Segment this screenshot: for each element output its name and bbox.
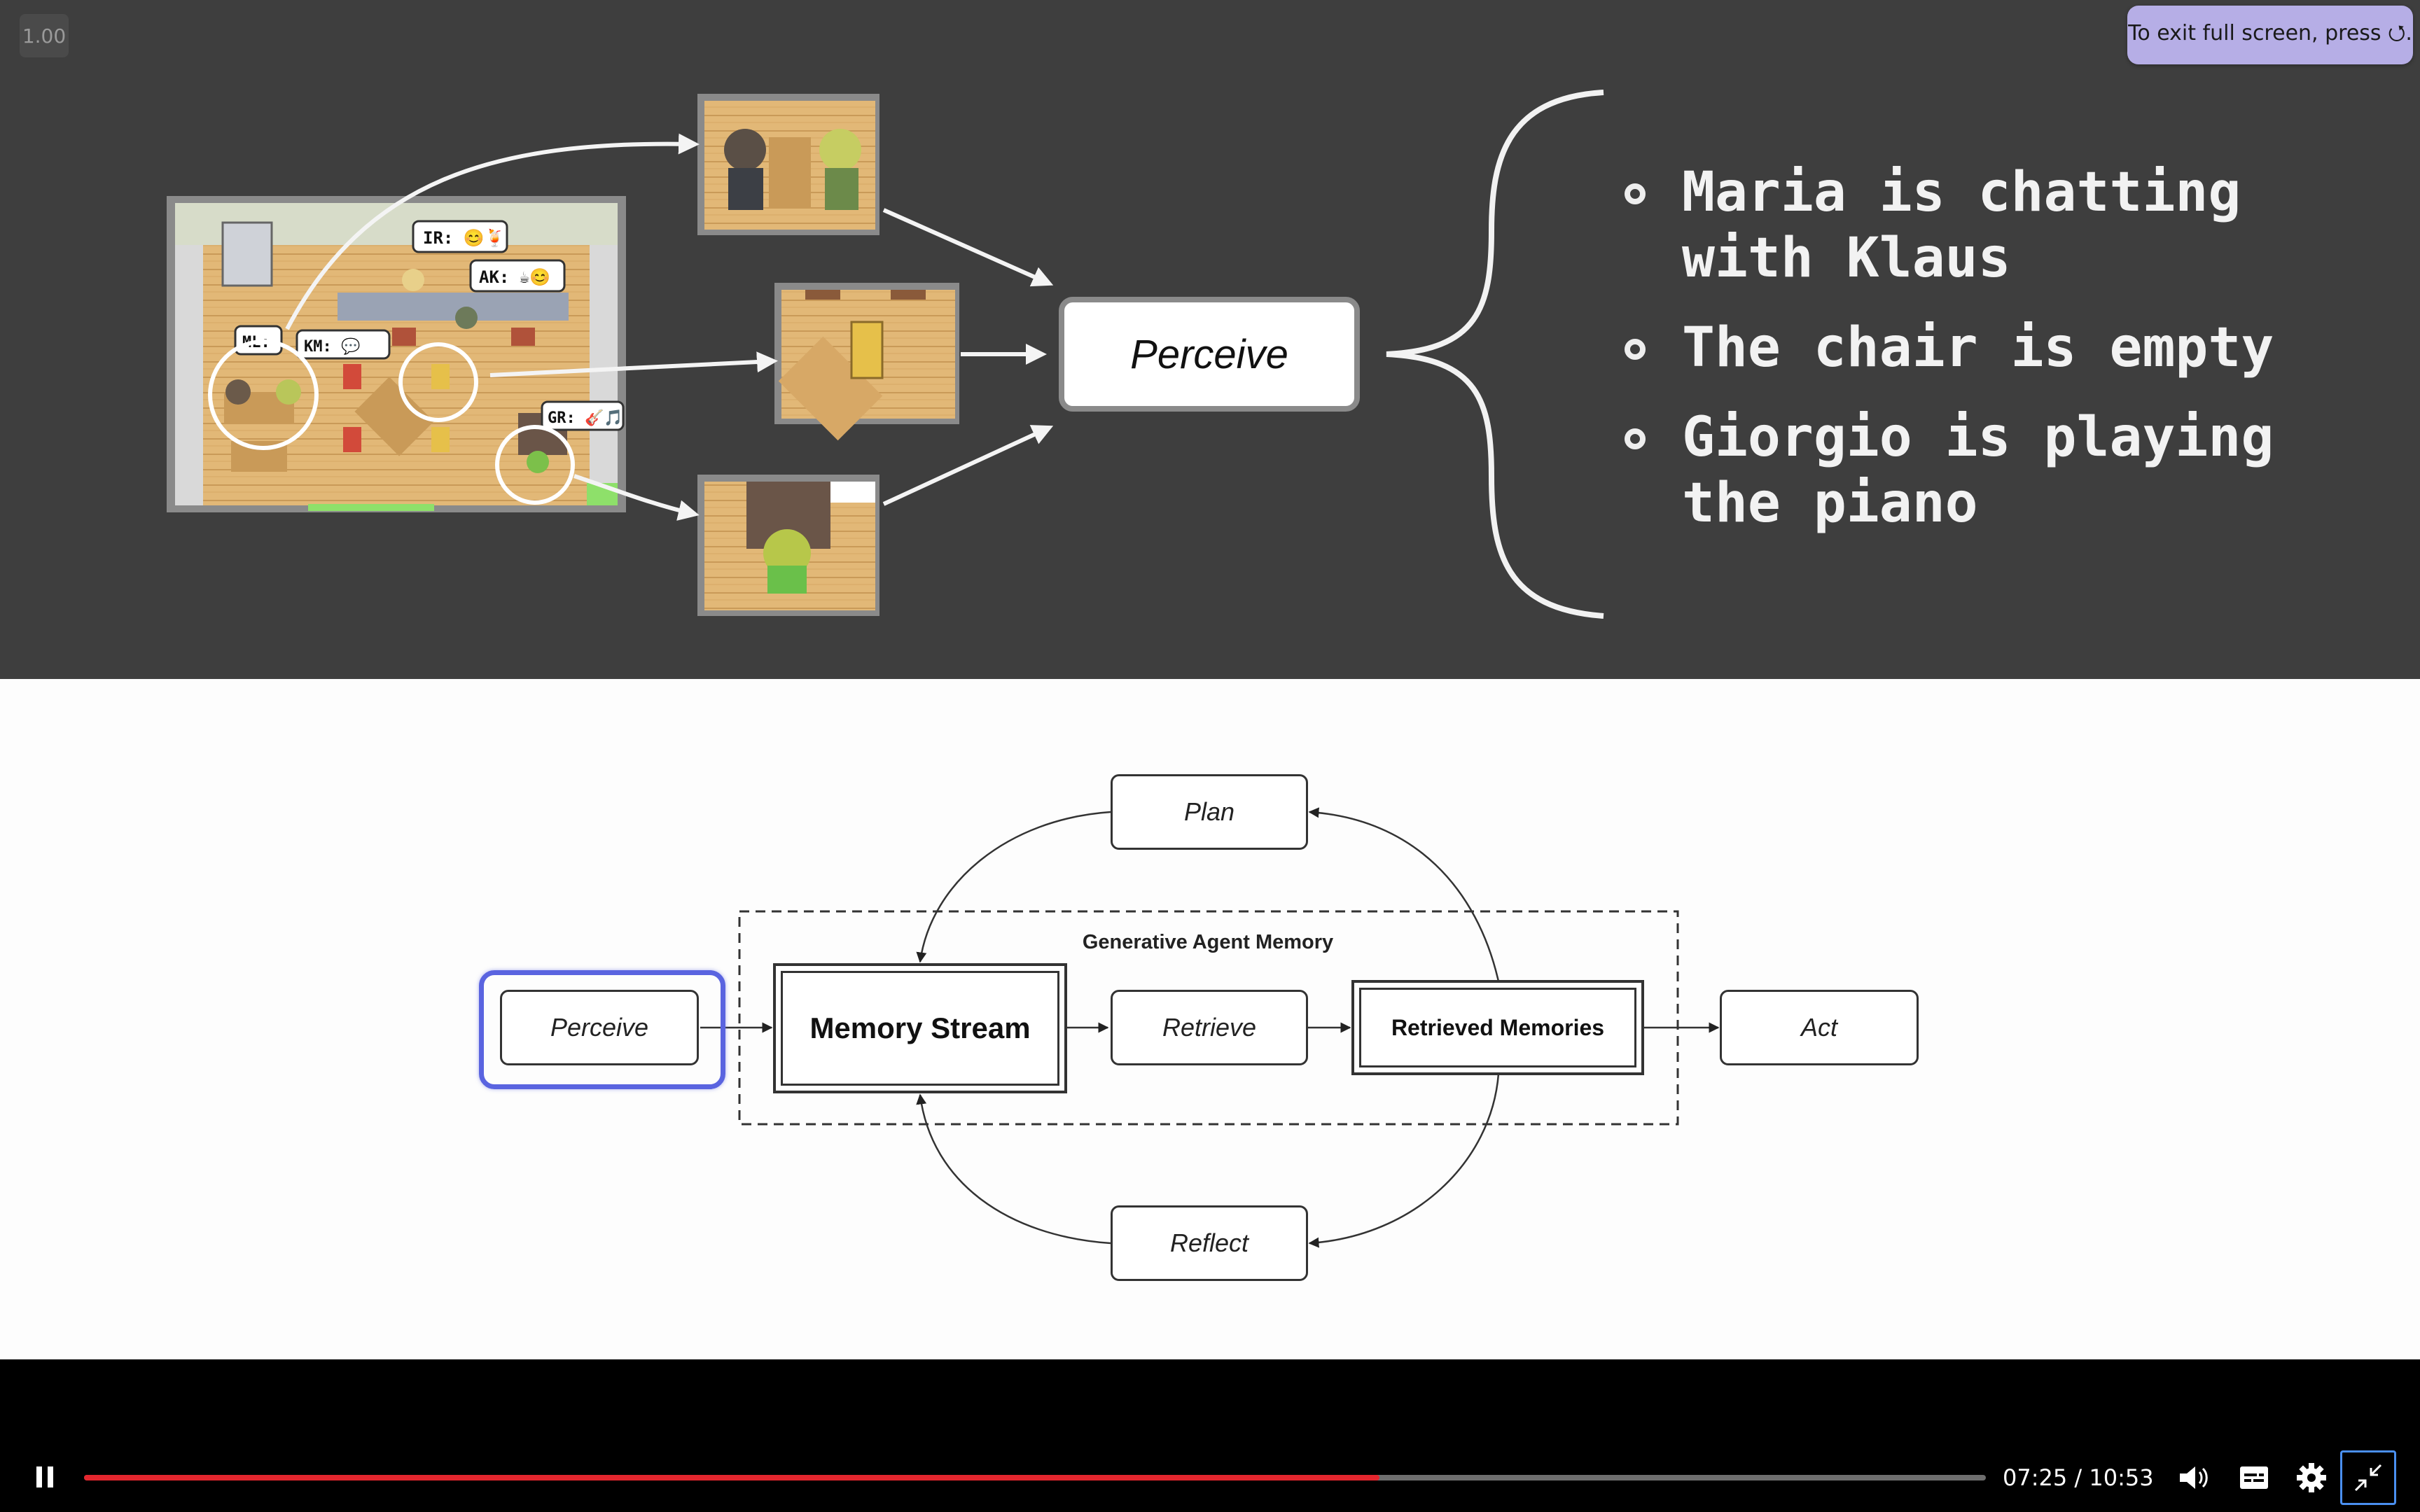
- exit-fullscreen-toast: To exit full screen, press ⭯.: [2127, 6, 2413, 64]
- volume-button[interactable]: [2176, 1459, 2214, 1497]
- volume-icon: [2180, 1466, 2208, 1489]
- pause-button[interactable]: [27, 1459, 63, 1495]
- perceive-box-large: Perceive: [1059, 297, 1360, 412]
- exit-fullscreen-button[interactable]: [2340, 1450, 2396, 1505]
- speech-bubble-ak: AK: ☕😊: [469, 259, 566, 293]
- settings-button[interactable]: [2293, 1459, 2330, 1497]
- captions-icon: [2240, 1466, 2268, 1489]
- captions-button[interactable]: [2235, 1459, 2273, 1497]
- progress-bar[interactable]: [84, 1475, 1986, 1480]
- speech-bubble-km: KM: 💬: [295, 329, 391, 360]
- bullet-circle-icon: [1625, 183, 1646, 204]
- memory-dashed-frame: [738, 910, 1679, 1126]
- retrieve-node: Retrieve: [1111, 990, 1308, 1065]
- bullet-circle-icon: [1625, 428, 1646, 449]
- act-node: Act: [1720, 990, 1919, 1065]
- svg-text:GR: 🎸🎵: GR: 🎸🎵: [548, 409, 623, 427]
- speech-bubble-gr: GR: 🎸🎵: [541, 400, 625, 431]
- exit-fullscreen-icon: [2354, 1464, 2382, 1492]
- svg-text:KM: 💬: KM: 💬: [304, 337, 360, 356]
- zoom-crop-piano: [697, 475, 879, 616]
- playback-speed-badge[interactable]: 1.00: [20, 14, 69, 57]
- perceive-highlight-frame: [479, 970, 725, 1089]
- top-slide: IR: 😊🍹 AK: ☕😊 ML: KM: 💬 GR: 🎸🎵: [0, 0, 2420, 679]
- memory-stream-node: Memory Stream: [773, 963, 1067, 1093]
- bullet-circle-icon: [1625, 339, 1646, 360]
- zoom-crop-chatting: [697, 94, 879, 235]
- time-display: 07:25 / 10:53: [2003, 1464, 2154, 1491]
- observation-item: The chair is empty: [1618, 315, 2402, 381]
- speech-bubble-ir: IR: 😊🍹: [412, 220, 508, 253]
- retrieved-memories-node: Retrieved Memories: [1351, 980, 1644, 1075]
- reflect-node: Reflect: [1111, 1205, 1308, 1281]
- progress-fill: [84, 1475, 1379, 1480]
- plan-node: Plan: [1111, 774, 1308, 850]
- cafe-map-image: IR: 😊🍹 AK: ☕😊 ML: KM: 💬 GR: 🎸🎵: [167, 196, 626, 512]
- zoom-crop-chair: [774, 283, 959, 441]
- settings-icon: [2297, 1463, 2326, 1492]
- svg-text:IR: 😊🍹: IR: 😊🍹: [423, 227, 506, 248]
- perceive-node: Perceive: [500, 990, 699, 1065]
- svg-text:AK: ☕😊: AK: ☕😊: [479, 267, 550, 287]
- pause-icon: [36, 1466, 53, 1488]
- curly-brace: [1386, 90, 1604, 619]
- generative-agent-memory-label: Generative Agent Memory: [1082, 931, 1334, 953]
